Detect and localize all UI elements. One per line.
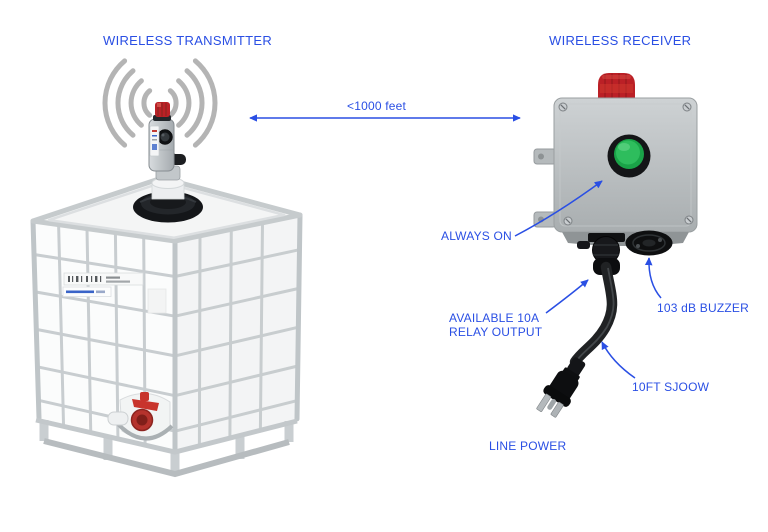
distance-label: <1000 feet [347, 99, 407, 113]
tank-brand-label [62, 286, 112, 297]
ibc-tote-tank [30, 175, 303, 478]
relay-output-arrow [545, 279, 589, 314]
mounting-tabs [533, 148, 557, 228]
power-indicator-button [607, 134, 651, 178]
wireless-receiver-assembly [533, 73, 698, 418]
transmitter-title: WIRELESS TRANSMITTER [103, 33, 273, 48]
cable-label: 10FT SJOOW [632, 380, 710, 394]
wireless-transmitter-device [148, 102, 186, 181]
cage-bars [32, 221, 301, 446]
transmitter-label [149, 125, 160, 157]
drain-valve [107, 392, 174, 441]
buzzer-label: 103 dB BUZZER [657, 301, 749, 315]
power-cable [569, 261, 618, 368]
tank-right-face [175, 215, 300, 450]
buzzer [625, 230, 673, 256]
relay-output-label: AVAILABLE 10A RELAY OUTPUT [449, 311, 543, 339]
transmitter-knob [157, 129, 173, 145]
pallet-base [35, 417, 298, 478]
sjoow-arrow [601, 341, 636, 379]
wifi-signal-icon [102, 58, 218, 148]
corner-screws [558, 102, 694, 226]
cage-top-rim-inner [47, 181, 286, 239]
power-plug [536, 357, 586, 418]
always-on-arrow [514, 180, 603, 237]
buzzer-arrow [644, 257, 662, 299]
line-power-label: LINE POWER [489, 439, 567, 453]
transmitter-beacon [155, 102, 170, 117]
cage-corner-posts [30, 212, 303, 453]
tank-lid-cap [133, 177, 203, 223]
tank-spec-label [63, 272, 144, 286]
receiver-title: WIRELESS RECEIVER [549, 33, 692, 48]
tank-faint-label [147, 288, 167, 314]
annotation-arrows [249, 114, 662, 379]
always-on-label: ALWAYS ON [441, 229, 512, 243]
strobe-light [598, 73, 635, 100]
